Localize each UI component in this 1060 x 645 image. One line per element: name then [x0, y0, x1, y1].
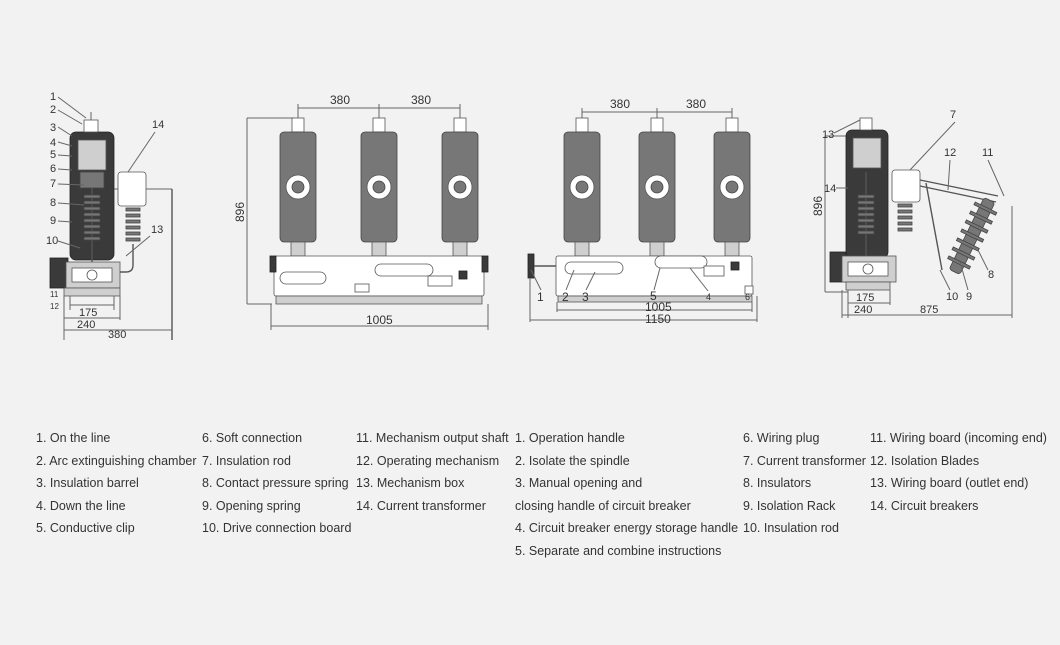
callout-14: 14 — [152, 119, 164, 131]
dim-spacing-a: 380 — [610, 97, 630, 111]
legend-item: 5. Separate and combine instructions — [515, 543, 722, 558]
dim-spacing-a: 380 — [330, 93, 350, 107]
dim-width-inner: 1005 — [645, 300, 672, 314]
legend-col-4: 1. Operation handle 2. Isolate the spind… — [515, 427, 738, 562]
legend-item: 10. Insulation rod — [743, 521, 839, 535]
legend-item: 11. Wiring board (incoming end) — [870, 431, 1047, 445]
front-view-right: 380 380 — [527, 97, 758, 326]
legend-item: 7. Insulation rod — [202, 453, 291, 468]
callout-3: 3 — [582, 290, 589, 304]
legend-col-2: 6. Soft connection 7. Insulation rod 8. … — [202, 427, 351, 540]
dim-height: 896 — [811, 196, 825, 216]
dim-middle: 240 — [854, 304, 872, 316]
legend-item: 1. Operation handle — [515, 431, 625, 445]
legend-item: 2. Isolate the spindle — [515, 453, 630, 468]
dim-outer: 380 — [108, 329, 126, 341]
dim-outer: 875 — [920, 304, 938, 316]
legend-col-6: 11. Wiring board (incoming end) 12. Isol… — [870, 427, 1047, 517]
callout-12: 12 — [944, 147, 956, 159]
side-view-left: 175 240 380 1 2 3 4 5 6 7 8 9 10 11 12 1… — [46, 91, 173, 341]
legend-item: 13. Mechanism box — [356, 476, 465, 490]
dim-inner: 175 — [79, 307, 97, 319]
callout-3: 3 — [50, 122, 56, 134]
legend-item: 3. Insulation barrel — [36, 476, 139, 490]
dim-width-outer: 1150 — [645, 312, 671, 326]
legend-item: 4. Down the line — [36, 498, 126, 513]
callout-4: 4 — [50, 137, 56, 149]
callout-11: 11 — [50, 290, 59, 299]
front-view-left: 380 380 896 — [233, 93, 489, 330]
dim-width: 1005 — [366, 313, 393, 327]
legend-item: 14. Circuit breakers — [870, 498, 979, 513]
dim-spacing-b: 380 — [686, 97, 706, 111]
callout-4: 4 — [706, 292, 711, 302]
legend-item: closing handle of circuit breaker — [515, 498, 691, 513]
callout-9: 9 — [50, 215, 56, 227]
dim-height: 896 — [233, 202, 247, 222]
legend-item: 7. Current transformer — [743, 453, 866, 468]
legend-item: 14. Current transformer — [356, 498, 486, 513]
legend-item: 13. Wiring board (outlet end) — [870, 476, 1029, 490]
callout-14: 14 — [824, 183, 836, 195]
callout-8: 8 — [988, 269, 994, 281]
callout-2: 2 — [50, 104, 56, 116]
legend-col-5: 6. Wiring plug 7. Current transformer 8.… — [743, 427, 866, 540]
legend-col-1: 1. On the line 2. Arc extinguishing cham… — [36, 427, 197, 540]
callout-10: 10 — [46, 235, 58, 247]
callout-13: 13 — [151, 224, 163, 236]
dim-inner: 175 — [856, 292, 874, 304]
legend-item: 8. Contact pressure spring — [202, 476, 349, 490]
callout-1: 1 — [537, 290, 544, 304]
legend-item: 11. Mechanism output shaft — [356, 431, 509, 445]
side-view-right: 896 — [811, 109, 1013, 318]
callout-6: 6 — [745, 292, 750, 302]
callout-6: 6 — [50, 163, 56, 175]
callout-5: 5 — [650, 289, 657, 303]
callout-11: 11 — [982, 147, 993, 159]
legend-item: 1. On the line — [36, 431, 111, 445]
legend-item: 9. Isolation Rack — [743, 498, 836, 513]
dim-middle: 240 — [77, 319, 95, 331]
legend-item: 8. Insulators — [743, 476, 812, 490]
callout-7: 7 — [50, 178, 56, 190]
legend-item: 9. Opening spring — [202, 498, 301, 513]
legend-item: 4. Circuit breaker energy storage handle — [515, 521, 739, 535]
callout-1: 1 — [50, 91, 56, 103]
callout-12: 12 — [50, 302, 59, 311]
dim-spacing-b: 380 — [411, 93, 431, 107]
callout-5: 5 — [50, 149, 56, 161]
legend-col-3: 11. Mechanism output shaft 12. Operating… — [356, 427, 509, 517]
legend-item: 10. Drive connection board — [202, 521, 352, 535]
legend-item: 6. Soft connection — [202, 431, 303, 445]
callout-9: 9 — [966, 291, 972, 303]
technical-drawing: 175 240 380 1 2 3 4 5 6 7 8 9 10 11 12 1… — [46, 91, 1013, 341]
callout-7: 7 — [950, 109, 956, 121]
legend-item: 12. Isolation Blades — [870, 453, 980, 468]
callout-13: 13 — [822, 129, 834, 141]
legend-item: 3. Manual opening and — [515, 476, 643, 490]
callout-10: 10 — [946, 291, 958, 303]
callout-2: 2 — [562, 290, 569, 304]
legend-item: 5. Conductive clip — [36, 521, 135, 535]
legend-item: 6. Wiring plug — [743, 431, 820, 445]
callout-8: 8 — [50, 197, 56, 209]
legend-item: 12. Operating mechanism — [356, 453, 500, 468]
legend-item: 2. Arc extinguishing chamber — [36, 453, 197, 468]
